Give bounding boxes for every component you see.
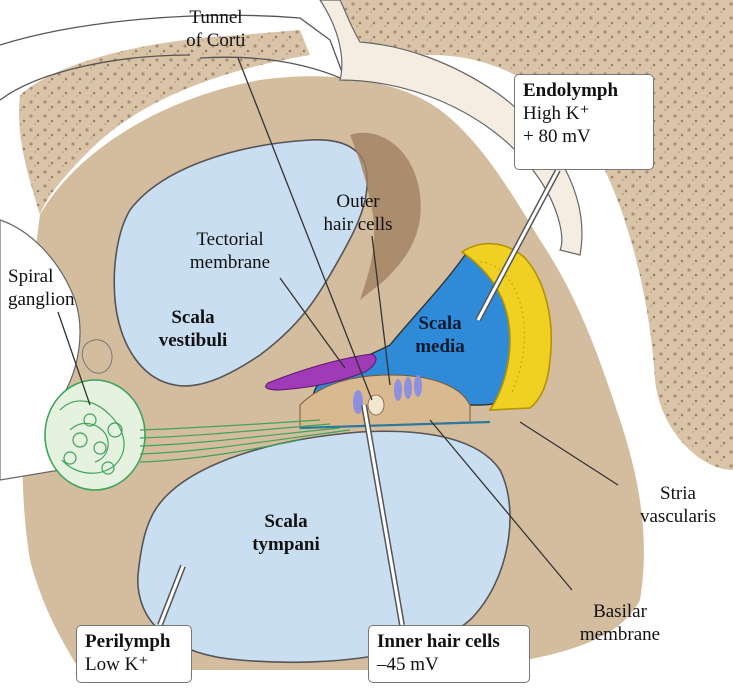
label-line: Spiral bbox=[8, 265, 75, 288]
label-line: Scala bbox=[148, 306, 238, 329]
callout-title: Perilymph bbox=[85, 630, 183, 653]
callout-line: High K⁺ bbox=[523, 102, 645, 125]
callout-line: –45 mV bbox=[377, 653, 521, 676]
callout-endolymph: Endolymph High K⁺ + 80 mV bbox=[514, 74, 654, 170]
label-line: Scala bbox=[246, 510, 326, 533]
label-line: Tunnel bbox=[176, 6, 256, 29]
label-line: hair cells bbox=[312, 213, 404, 236]
label-spiral-ganglion: Spiral ganglion bbox=[8, 265, 75, 311]
callout-perilymph: Perilymph Low K⁺ bbox=[76, 625, 192, 683]
label-line: membrane bbox=[180, 251, 280, 274]
label-line: ganglion bbox=[8, 288, 75, 311]
label-scala-media: Scala media bbox=[404, 312, 476, 358]
label-line: vascularis bbox=[628, 505, 728, 528]
label-tunnel-of-corti: Tunnel of Corti bbox=[176, 6, 256, 52]
label-scala-vestibuli: Scala vestibuli bbox=[148, 306, 238, 352]
callout-title: Endolymph bbox=[523, 79, 645, 102]
label-basilar-membrane: Basilar membrane bbox=[560, 600, 680, 646]
callout-line: + 80 mV bbox=[523, 125, 645, 148]
label-line: of Corti bbox=[176, 29, 256, 52]
label-scala-tympani: Scala tympani bbox=[246, 510, 326, 556]
callout-title: Inner hair cells bbox=[377, 630, 521, 653]
label-line: Tectorial bbox=[180, 228, 280, 251]
label-outer-hair-cells: Outer hair cells bbox=[312, 190, 404, 236]
callout-inner-hair-cells: Inner hair cells –45 mV bbox=[368, 625, 530, 683]
label-line: membrane bbox=[560, 623, 680, 646]
label-line: Basilar bbox=[560, 600, 680, 623]
label-line: Scala bbox=[404, 312, 476, 335]
label-stria-vascularis: Stria vascularis bbox=[628, 482, 728, 528]
callout-line: Low K⁺ bbox=[85, 653, 183, 676]
label-line: vestibuli bbox=[148, 329, 238, 352]
label-tectorial-membrane: Tectorial membrane bbox=[180, 228, 280, 274]
label-line: tympani bbox=[246, 533, 326, 556]
label-line: Outer bbox=[312, 190, 404, 213]
label-line: media bbox=[404, 335, 476, 358]
label-line: Stria bbox=[628, 482, 728, 505]
